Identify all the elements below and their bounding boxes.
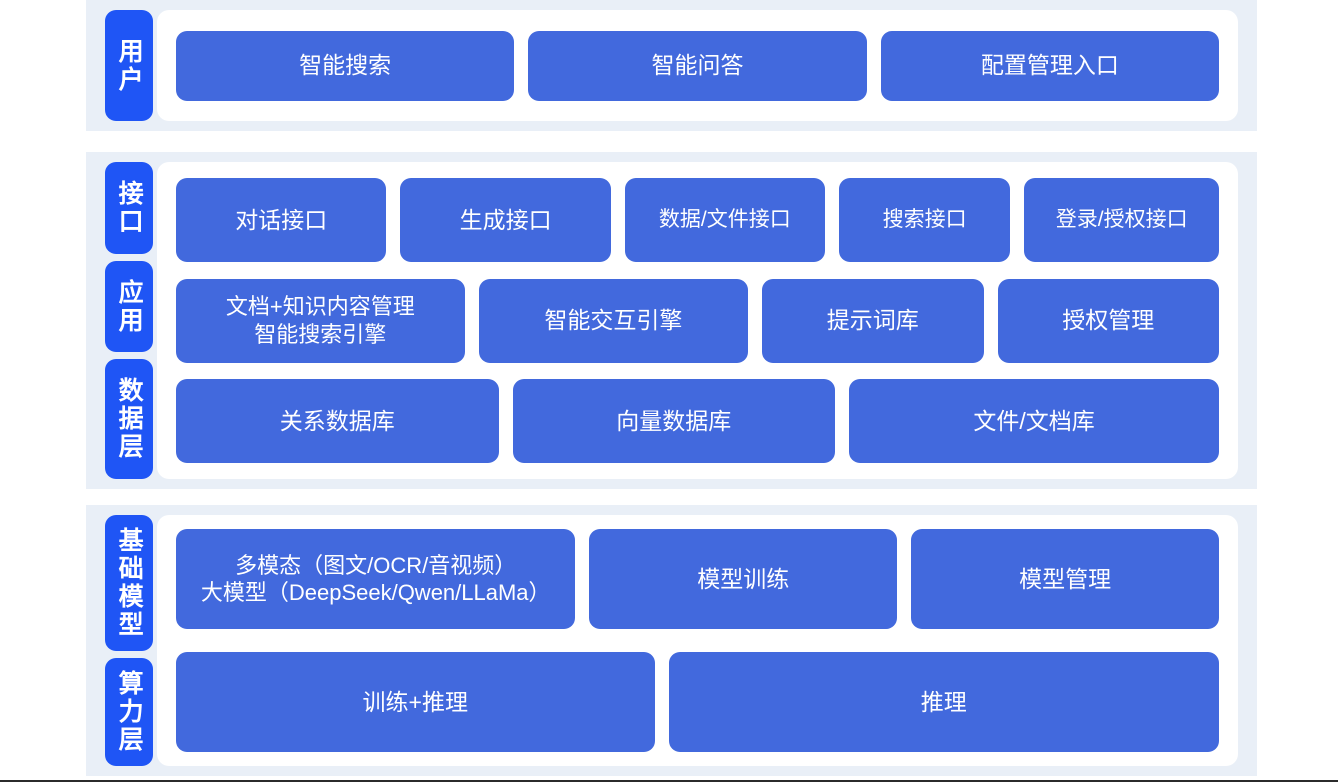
box-dialog-api[interactable]: 对话接口 (176, 178, 387, 262)
box-model-management[interactable]: 模型管理 (911, 529, 1220, 629)
box-data-file-api[interactable]: 数据/文件接口 (624, 178, 825, 262)
box-smart-interaction-engine[interactable]: 智能交互引擎 (478, 278, 749, 363)
box-model-training[interactable]: 模型训练 (589, 529, 898, 629)
bottom-rule (0, 780, 1338, 782)
section-middle-panel: 对话接口 生成接口 数据/文件接口 搜索接口 登录/授权接口 文档+知识内容管理… (157, 162, 1238, 479)
layer-label-user[interactable]: 用户 (105, 10, 153, 121)
row-interface: 对话接口 生成接口 数据/文件接口 搜索接口 登录/授权接口 (176, 178, 1220, 262)
section-bottom: 基础模型 算力层 多模态（图文/OCR/音视频） 大模型（DeepSeek/Qw… (86, 505, 1257, 776)
row-user-entries: 智能搜索 智能问答 配置管理入口 (176, 30, 1219, 101)
row-foundation-model: 多模态（图文/OCR/音视频） 大模型（DeepSeek/Qwen/LLaMa）… (176, 529, 1220, 629)
section-middle-label-rail: 接口 应用 数据层 (86, 152, 153, 489)
row-application: 文档+知识内容管理 智能搜索引擎 智能交互引擎 提示词库 授权管理 (176, 278, 1219, 363)
layer-label-application[interactable]: 应用 (105, 260, 153, 353)
layer-label-compute[interactable]: 算力层 (105, 658, 153, 766)
section-users-label-rail: 用户 (86, 0, 153, 131)
section-users: 用户 智能搜索 智能问答 配置管理入口 (86, 0, 1257, 131)
row-compute-layer: 训练+推理 推理 (176, 652, 1219, 752)
box-generation-api[interactable]: 生成接口 (400, 178, 611, 262)
section-bottom-panel: 多模态（图文/OCR/音视频） 大模型（DeepSeek/Qwen/LLaMa）… (157, 515, 1238, 766)
box-training-plus-inference[interactable]: 训练+推理 (176, 652, 655, 752)
section-middle: 接口 应用 数据层 对话接口 生成接口 数据/文件接口 搜索接口 登录/授权接口… (86, 152, 1257, 489)
box-login-auth-api[interactable]: 登录/授权接口 (1024, 178, 1220, 262)
section-users-panel: 智能搜索 智能问答 配置管理入口 (157, 10, 1238, 121)
row-data-layer: 关系数据库 向量数据库 文件/文档库 (176, 379, 1219, 463)
box-authorization-management[interactable]: 授权管理 (997, 278, 1219, 363)
box-multimodal-large-model[interactable]: 多模态（图文/OCR/音视频） 大模型（DeepSeek/Qwen/LLaMa） (176, 529, 576, 629)
layer-label-foundation-model-text: 基础模型 (115, 527, 144, 639)
box-file-document-store[interactable]: 文件/文档库 (849, 379, 1219, 463)
box-config-management-entry[interactable]: 配置管理入口 (880, 30, 1219, 101)
section-bottom-label-rail: 基础模型 算力层 (86, 505, 153, 776)
layer-label-data-text: 数据层 (115, 377, 144, 462)
layer-label-interface-text: 接口 (115, 179, 144, 236)
box-relational-database[interactable]: 关系数据库 (176, 379, 499, 463)
layer-label-user-text: 用户 (115, 37, 144, 94)
layer-label-application-text: 应用 (115, 278, 144, 335)
box-inference[interactable]: 推理 (668, 652, 1219, 752)
box-doc-knowledge-management[interactable]: 文档+知识内容管理 智能搜索引擎 (176, 278, 465, 363)
layer-label-compute-text: 算力层 (115, 670, 144, 754)
layer-label-foundation-model[interactable]: 基础模型 (105, 515, 153, 651)
box-smart-qa[interactable]: 智能问答 (528, 30, 867, 101)
layer-label-interface[interactable]: 接口 (105, 162, 153, 254)
box-vector-database[interactable]: 向量数据库 (512, 379, 836, 463)
layer-label-data[interactable]: 数据层 (105, 359, 153, 480)
box-prompt-library[interactable]: 提示词库 (762, 278, 984, 363)
box-search-api[interactable]: 搜索接口 (838, 178, 1011, 262)
box-smart-search[interactable]: 智能搜索 (176, 30, 515, 101)
